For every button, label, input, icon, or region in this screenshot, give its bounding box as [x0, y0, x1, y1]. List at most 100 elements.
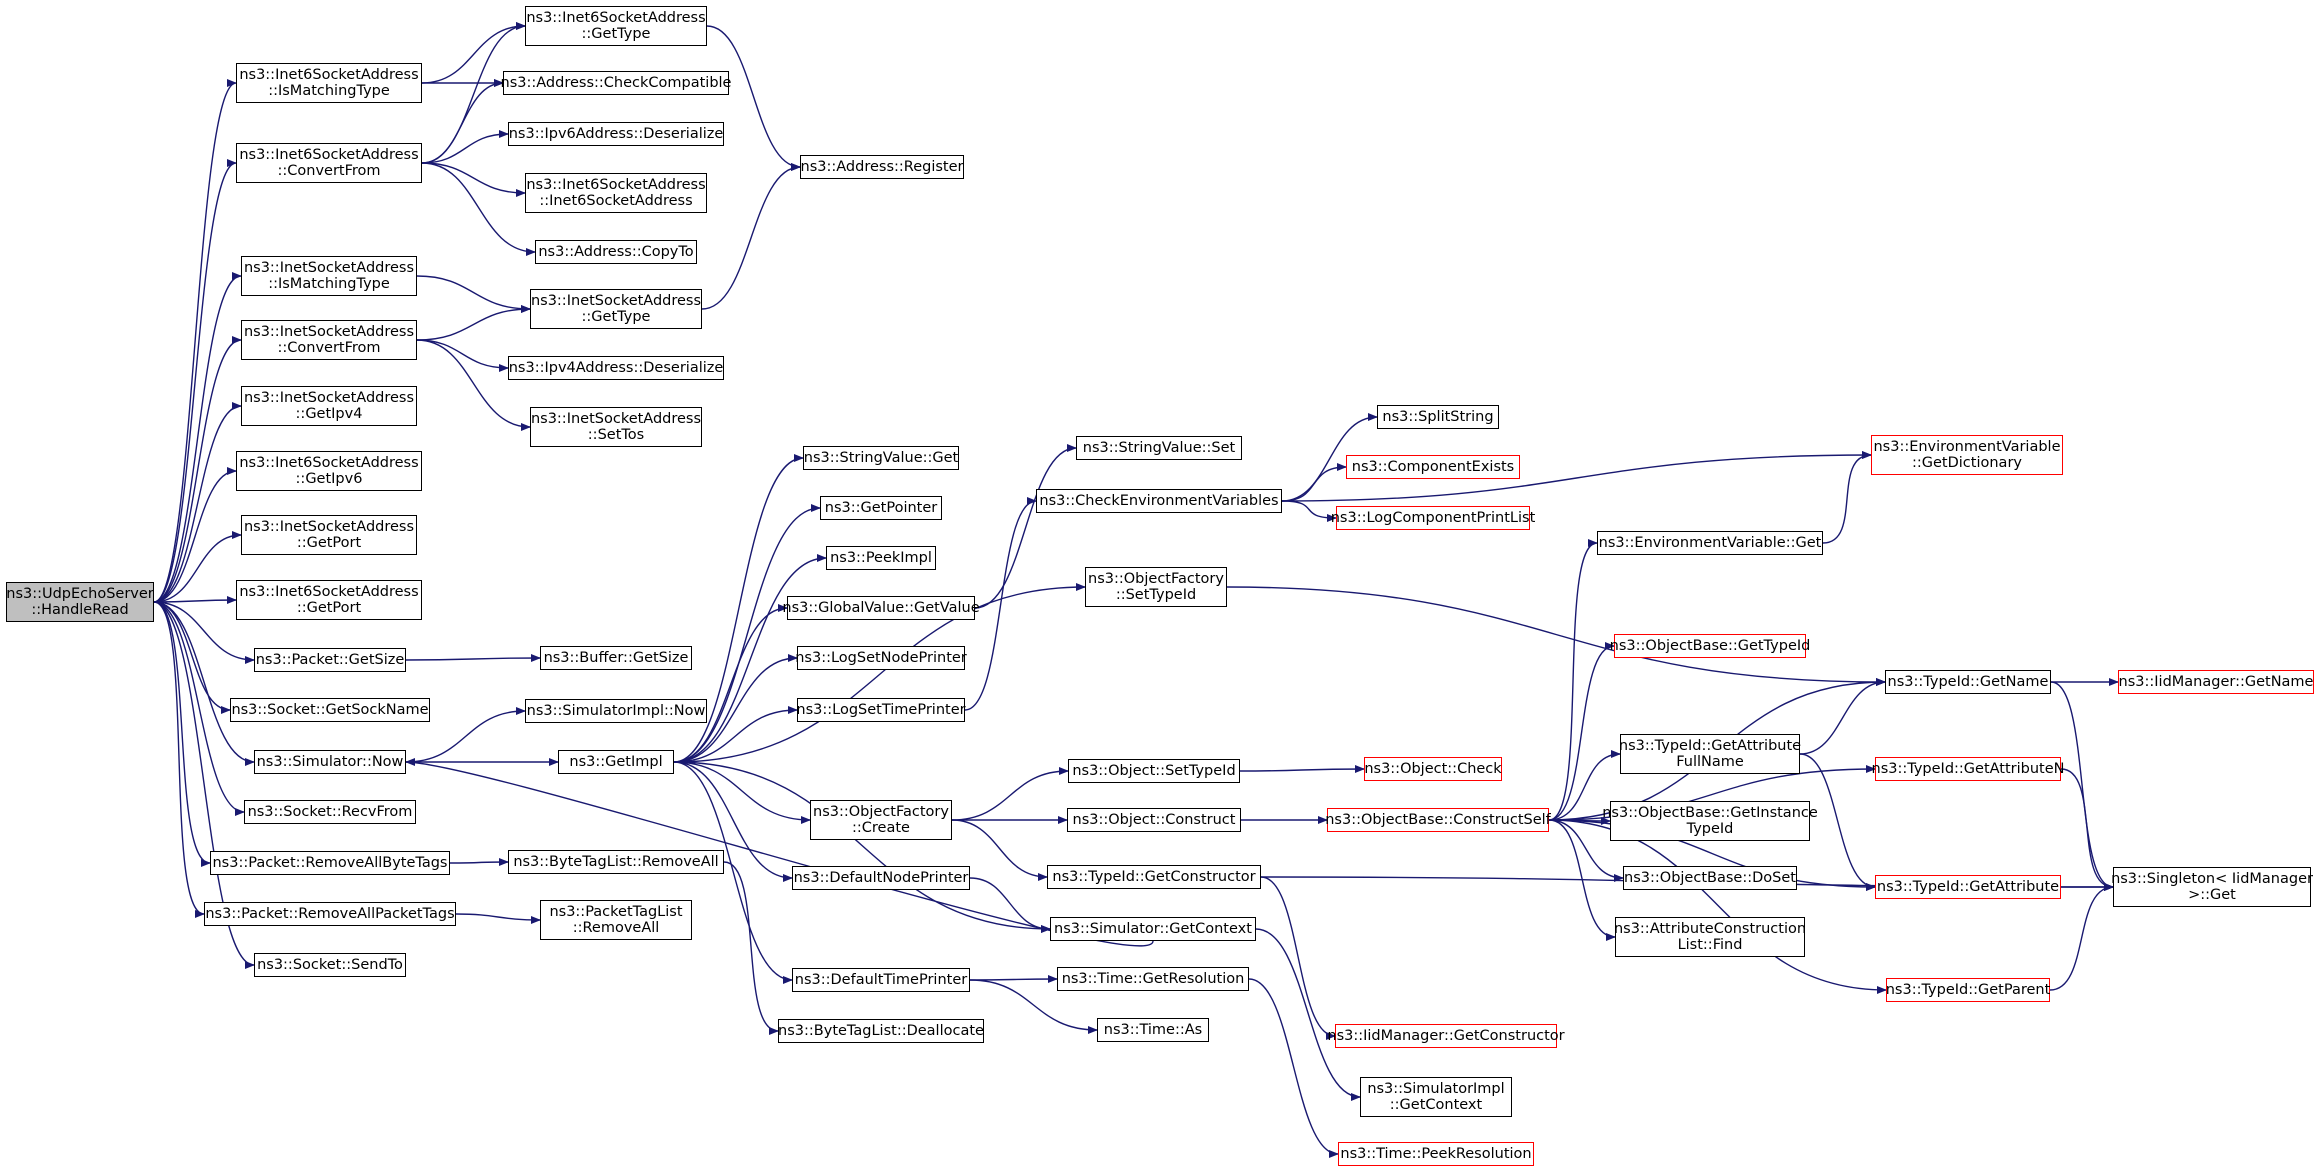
- node-obj-check[interactable]: ns3::Object::Check: [1364, 757, 1502, 781]
- node-envvar-get[interactable]: ns3::EnvironmentVariable::Get: [1597, 531, 1823, 555]
- node-i6-getipv6[interactable]: ns3::Inet6SocketAddress::GetIpv6: [236, 451, 422, 491]
- node-addr-register[interactable]: ns3::Address::Register: [800, 155, 964, 179]
- node-logcompprint[interactable]: ns3::LogComponentPrintList: [1331, 506, 1535, 530]
- node-label-line: ::Inet6SocketAddress: [539, 193, 693, 209]
- edge-root-to-i4-getport: [153, 531, 242, 603]
- edge-root-to-pkt-getsize: [153, 601, 255, 664]
- node-i6-getport[interactable]: ns3::Inet6SocketAddress::GetPort: [236, 580, 422, 620]
- edge-checkenv-to-logcompprint: [1281, 500, 1337, 522]
- node-gv-getvalue[interactable]: ns3::GlobalValue::GetValue: [782, 596, 980, 620]
- node-label-line: ns3::ObjectFactory: [813, 804, 949, 820]
- node-singleton-get[interactable]: ns3::Singleton< IidManager >::Get: [2111, 867, 2313, 907]
- node-sim-getcontext[interactable]: ns3::Simulator::GetContext: [1050, 917, 1256, 941]
- edge-getimpl-to-sv-get: [673, 454, 804, 763]
- node-label-line: >::Get: [2188, 887, 2236, 903]
- node-ob-doset[interactable]: ns3::ObjectBase::DoSet: [1623, 866, 1797, 890]
- node-i6-convert[interactable]: ns3::Inet6SocketAddress::ConvertFrom: [236, 143, 422, 183]
- node-i4-settos[interactable]: ns3::InetSocketAddress::SetTos: [530, 407, 702, 447]
- node-sock-recvfrom[interactable]: ns3::Socket::RecvFrom: [244, 800, 416, 824]
- node-of-create[interactable]: ns3::ObjectFactory::Create: [810, 800, 952, 840]
- node-obj-settypeid[interactable]: ns3::Object::SetTypeId: [1068, 759, 1240, 783]
- node-sv-get[interactable]: ns3::StringValue::Get: [803, 446, 959, 470]
- edge-checkenv-to-envvar-getdict: [1281, 451, 1872, 502]
- edge-root-to-i6-ismatch: [153, 79, 237, 603]
- edge-root-to-sock-sendto: [153, 601, 255, 969]
- node-pkt-rmpackettags[interactable]: ns3::Packet::RemoveAllPacketTags: [204, 902, 456, 926]
- node-pkt-getsize[interactable]: ns3::Packet::GetSize: [254, 648, 406, 672]
- node-btl-removeall[interactable]: ns3::ByteTagList::RemoveAll: [508, 850, 724, 874]
- node-time-as[interactable]: ns3::Time::As: [1097, 1018, 1209, 1042]
- node-iid-getctor[interactable]: ns3::IidManager::GetConstructor: [1327, 1024, 1565, 1048]
- node-simimpl-now[interactable]: ns3::SimulatorImpl::Now: [525, 699, 707, 723]
- node-label-line: ns3::Inet6SocketAddress: [239, 584, 419, 600]
- node-ptl-removeall[interactable]: ns3::PacketTagList::RemoveAll: [540, 900, 692, 940]
- edge-btl-removeall-to-btl-dealloc: [723, 861, 779, 1035]
- node-envvar-getdict[interactable]: ns3::EnvironmentVariable::GetDictionary: [1871, 435, 2063, 475]
- node-addr-copyto[interactable]: ns3::Address::CopyTo: [535, 240, 697, 264]
- node-label-line: ns3::Packet::RemoveAllPacketTags: [205, 906, 455, 922]
- edge-checkenv-to-splitstring: [1281, 413, 1378, 502]
- edge-root-to-pkt-rmbytetags: [153, 601, 211, 867]
- node-sock-getsockname[interactable]: ns3::Socket::GetSockName: [230, 698, 430, 722]
- edge-ob-constructself-to-acl-find: [1548, 819, 1616, 941]
- node-ipv6-deser[interactable]: ns3::Ipv6Address::Deserialize: [508, 122, 724, 146]
- edge-ob-constructself-to-ob-doset: [1548, 819, 1624, 882]
- node-label-line: ns3::GlobalValue::GetValue: [782, 600, 980, 616]
- node-tid-getctor[interactable]: ns3::TypeId::GetConstructor: [1047, 865, 1261, 889]
- node-ipv4-deser[interactable]: ns3::Ipv4Address::Deserialize: [508, 356, 724, 380]
- node-label-line: ns3::Time::PeekResolution: [1340, 1146, 1532, 1162]
- node-iid-getname[interactable]: ns3::IidManager::GetName: [2118, 670, 2314, 694]
- node-i6-gettype[interactable]: ns3::Inet6SocketAddress::GetType: [525, 6, 707, 46]
- node-label-line: ns3::Socket::SendTo: [257, 957, 403, 973]
- node-logsettimeprinter[interactable]: ns3::LogSetTimePrinter: [796, 698, 966, 722]
- node-addr-checkcompat[interactable]: ns3::Address::CheckCompatible: [501, 71, 731, 95]
- edge-pkt-getsize-to-buf-getsize: [405, 654, 541, 663]
- node-label-line: ns3::Inet6SocketAddress: [526, 177, 706, 193]
- node-getimpl[interactable]: ns3::GetImpl: [558, 750, 674, 774]
- node-peekimpl[interactable]: ns3::PeekImpl: [826, 546, 936, 570]
- node-tid-getparent[interactable]: ns3::TypeId::GetParent: [1886, 978, 2050, 1002]
- node-checkenv[interactable]: ns3::CheckEnvironmentVariables: [1036, 489, 1282, 513]
- node-pkt-rmbytetags[interactable]: ns3::Packet::RemoveAllByteTags: [210, 851, 450, 875]
- node-sv-set[interactable]: ns3::StringValue::Set: [1076, 436, 1242, 460]
- edge-sim-now-to-simimpl-now: [405, 707, 526, 763]
- node-sock-sendto[interactable]: ns3::Socket::SendTo: [254, 953, 406, 977]
- node-obj-construct[interactable]: ns3::Object::Construct: [1067, 808, 1241, 832]
- node-ob-constructself[interactable]: ns3::ObjectBase::ConstructSelf: [1325, 808, 1551, 832]
- node-label-line: ns3::Simulator::Now: [256, 754, 404, 770]
- node-label-line: ns3::ObjectFactory: [1088, 571, 1224, 587]
- node-i4-convert[interactable]: ns3::InetSocketAddress::ConvertFrom: [241, 320, 417, 360]
- node-label-line: ns3::PeekImpl: [830, 550, 932, 566]
- node-splitstring[interactable]: ns3::SplitString: [1377, 405, 1499, 429]
- node-tid-getattrn[interactable]: ns3::TypeId::GetAttributeN: [1872, 757, 2065, 781]
- node-i6-ismatch[interactable]: ns3::Inet6SocketAddress::IsMatchingType: [236, 63, 422, 103]
- node-btl-dealloc[interactable]: ns3::ByteTagList::Deallocate: [778, 1019, 984, 1043]
- node-i4-getport[interactable]: ns3::InetSocketAddress::GetPort: [241, 515, 417, 555]
- node-deftimeprinter[interactable]: ns3::DefaultTimePrinter: [792, 968, 970, 992]
- node-buf-getsize[interactable]: ns3::Buffer::GetSize: [540, 646, 692, 670]
- node-sim-now[interactable]: ns3::Simulator::Now: [254, 750, 406, 774]
- node-root[interactable]: ns3::UdpEchoServer::HandleRead: [6, 582, 154, 622]
- node-simimpl-getctx[interactable]: ns3::SimulatorImpl::GetContext: [1360, 1077, 1512, 1117]
- node-of-settypeid[interactable]: ns3::ObjectFactory::SetTypeId: [1085, 567, 1227, 607]
- node-i4-ismatch[interactable]: ns3::InetSocketAddress::IsMatchingType: [241, 256, 417, 296]
- node-tid-getname[interactable]: ns3::TypeId::GetName: [1885, 670, 2051, 694]
- node-i4-getipv4[interactable]: ns3::InetSocketAddress::GetIpv4: [241, 386, 417, 426]
- node-defnodeprinter[interactable]: ns3::DefaultNodePrinter: [792, 866, 970, 890]
- node-ob-gettypeid[interactable]: ns3::ObjectBase::GetTypeId: [1610, 634, 1810, 658]
- node-getpointer[interactable]: ns3::GetPointer: [820, 496, 942, 520]
- edge-i6-convert-to-addr-copyto: [421, 162, 536, 256]
- node-tid-getattr[interactable]: ns3::TypeId::GetAttribute: [1875, 875, 2061, 899]
- node-logsetnodeprinter[interactable]: ns3::LogSetNodePrinter: [795, 646, 967, 670]
- node-label-line: ns3::Address::CopyTo: [538, 244, 694, 260]
- node-label-line: ns3::Inet6SocketAddress: [239, 147, 419, 163]
- node-compexists[interactable]: ns3::ComponentExists: [1346, 455, 1520, 479]
- node-i6-ctor[interactable]: ns3::Inet6SocketAddress::Inet6SocketAddr…: [525, 173, 707, 213]
- node-i4-gettype[interactable]: ns3::InetSocketAddress::GetType: [530, 289, 702, 329]
- node-label-line: ns3::TypeId::GetConstructor: [1052, 869, 1256, 885]
- node-time-getres[interactable]: ns3::Time::GetResolution: [1057, 967, 1249, 991]
- node-time-peekres[interactable]: ns3::Time::PeekResolution: [1338, 1142, 1534, 1166]
